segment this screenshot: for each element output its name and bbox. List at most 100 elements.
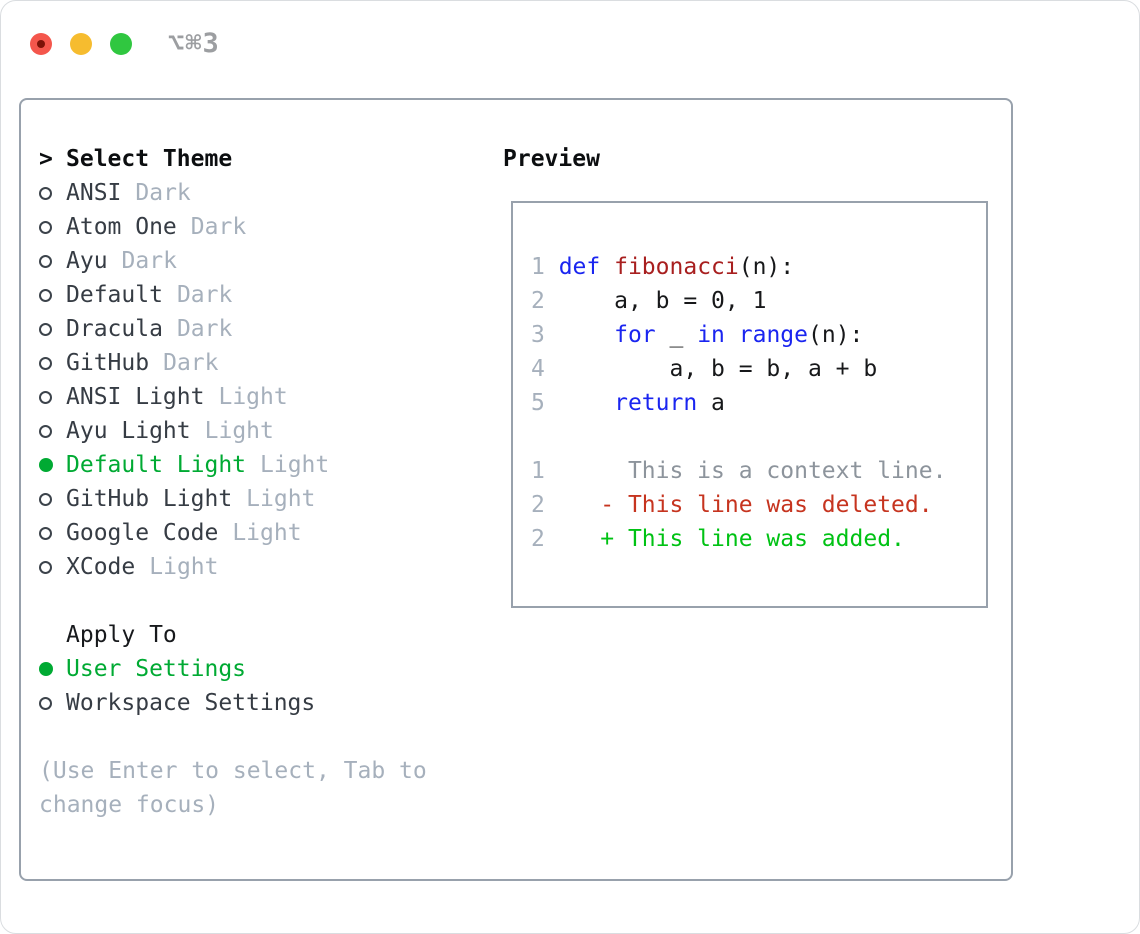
radio-icon [39,424,66,438]
theme-selector-panel: > Select Theme ANSI Dark Atom One Dark A… [19,98,1013,881]
theme-list: ANSI Dark Atom One Dark Ayu Dark Default… [39,176,481,584]
theme-name: GitHub [66,350,150,376]
apply-to-title: Apply To [66,622,177,648]
apply-to-option[interactable]: Workspace Settings [39,686,481,720]
radio-icon [39,220,66,234]
theme-name: XCode [66,554,136,580]
spacer [39,584,481,618]
radio-icon [39,526,66,540]
line-number: 1 [531,458,559,484]
keyword-token: in [697,322,725,348]
plain-token: (n): [738,254,795,280]
radio-icon [39,186,66,200]
theme-name: Ayu [66,248,108,274]
diff-deleted-text: - This line was deleted. [558,492,933,518]
plain-token: (n): [808,322,864,348]
keyword-token: def [558,254,601,280]
theme-variant: Light [260,452,330,478]
diff-line-added: 2 + This line was added. [531,522,986,556]
radio-icon [39,696,66,710]
theme-option[interactable]: Atom One Dark [39,210,481,244]
radio-icon [39,288,66,302]
diff-line-context: 1 This is a context line. [531,454,986,488]
theme-name: Default [66,282,163,308]
theme-option[interactable]: Default Dark [39,278,481,312]
radio-icon [39,254,66,268]
theme-variant: Light [204,418,274,444]
prompt-icon: > [39,146,53,172]
theme-variant: Dark [190,214,247,240]
plain-token [600,254,614,280]
theme-option[interactable]: Google Code Light [39,516,481,550]
line-number: 2 [531,526,559,552]
apply-to-list: User Settings Workspace Settings [39,652,481,720]
minimize-button-icon[interactable] [70,32,92,55]
keyword-token: return [614,390,698,416]
radio-icon [39,492,66,506]
function-token: fibonacci [614,254,739,280]
preview-box: 1 def fibonacci(n): 2 a, b = 0, 1 3 for … [511,201,988,608]
code-line: 5 return a [531,386,986,420]
theme-option[interactable]: ANSI Light Light [39,380,481,414]
plain-token [559,390,614,416]
theme-name: User Settings [66,656,247,682]
plain-token: a, b = b, a + b [558,356,878,382]
diff-preview: 1 This is a context line. 2 - This line … [531,454,986,556]
spacer [531,420,986,454]
line-number: 2 [531,492,559,518]
theme-variant: Dark [163,350,219,376]
select-theme-title: Select Theme [66,146,233,172]
keyboard-hint: (Use Enter to select, Tab to change focu… [39,758,427,818]
theme-option[interactable]: Ayu Light Light [39,414,481,448]
theme-name: Workspace Settings [66,690,316,716]
theme-option[interactable]: Dracula Dark [39,312,481,346]
line-number: 2 [531,288,559,314]
plain-token: a [697,390,725,416]
code-line: 1 def fibonacci(n): [531,250,986,284]
line-number: 5 [531,390,559,416]
zoom-button-icon[interactable] [110,32,132,55]
radio-icon [39,458,66,472]
theme-name: Ayu Light [66,418,191,444]
theme-name: Dracula [66,316,163,342]
code-preview: 1 def fibonacci(n): 2 a, b = 0, 1 3 for … [531,250,986,420]
select-theme-header: > Select Theme [39,142,481,176]
theme-name: Default Light [66,452,247,478]
spacer [39,720,481,754]
theme-variant: Dark [176,282,233,308]
theme-variant: Light [149,554,219,580]
diff-context-text: This is a context line. [558,458,947,484]
theme-variant: Light [246,486,316,512]
diff-line-deleted: 2 - This line was deleted. [531,488,986,522]
theme-name: ANSI [66,180,122,206]
theme-option[interactable]: XCode Light [39,550,481,584]
plain-token: a, b = 0, 1 [558,288,767,314]
apply-to-option[interactable]: User Settings [39,652,481,686]
plain-token [725,322,739,348]
theme-name: ANSI Light [66,384,205,410]
theme-option[interactable]: GitHub Light Light [39,482,481,516]
theme-variant: Light [232,520,302,546]
theme-variant: Dark [121,248,177,274]
plain-token: _ [655,322,698,348]
theme-name: Atom One [66,214,177,240]
line-number: 3 [531,322,559,348]
theme-name: Google Code [66,520,219,546]
apply-to-header: Apply To [39,618,481,652]
radio-icon [39,390,66,404]
window-shortcut-label: ⌥⌘3 [168,28,220,59]
code-line: 3 for _ in range(n): [531,318,986,352]
radio-icon [39,560,66,574]
theme-option[interactable]: Default Light Light [39,448,481,482]
code-line: 4 a, b = b, a + b [531,352,986,386]
theme-option[interactable]: Ayu Dark [39,244,481,278]
theme-variant: Light [218,384,288,410]
theme-option[interactable]: GitHub Dark [39,346,481,380]
plain-token [559,322,614,348]
close-button-icon[interactable] [30,32,52,55]
diff-added-text: + This line was added. [558,526,905,552]
radio-icon [39,322,66,336]
theme-option[interactable]: ANSI Dark [39,176,481,210]
radio-icon [39,356,66,370]
